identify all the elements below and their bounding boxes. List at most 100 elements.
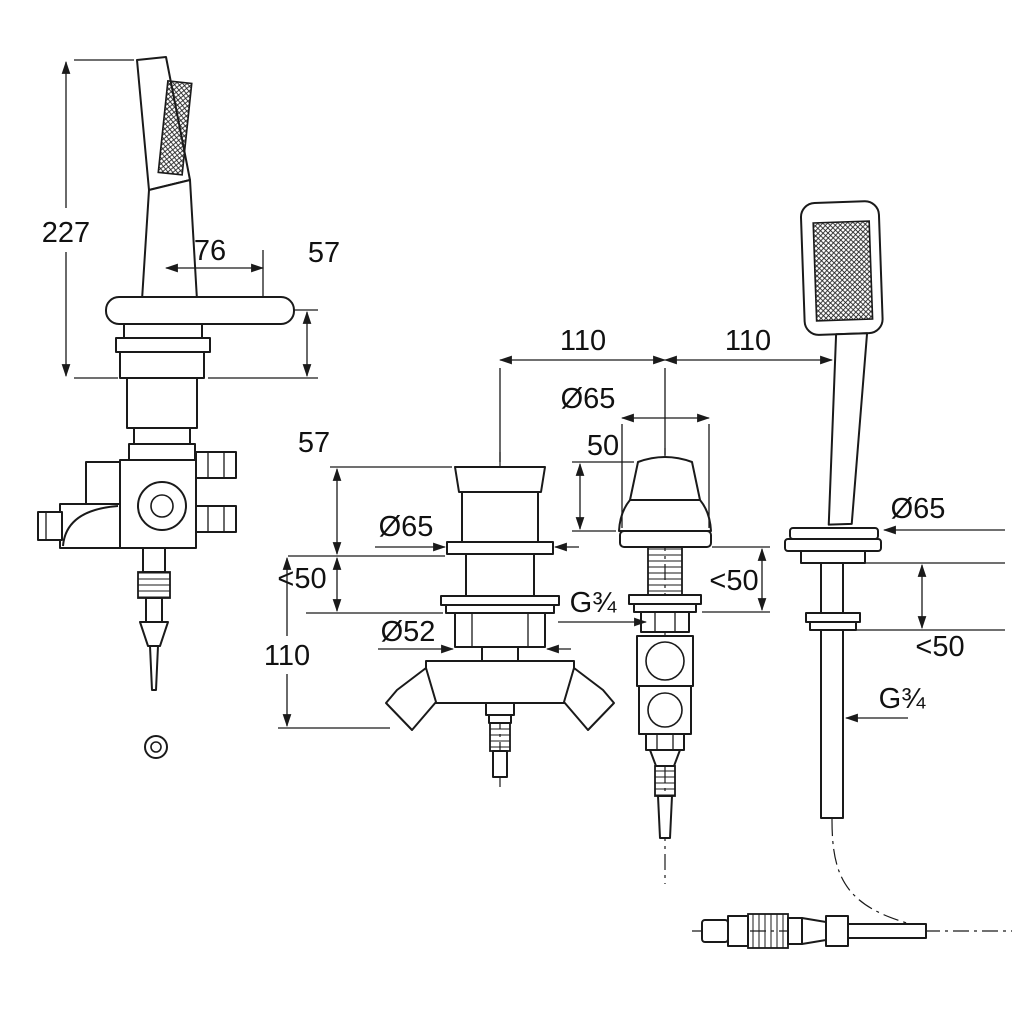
- holder-washer-1: [805, 612, 861, 623]
- dim-label-227: 227: [42, 217, 90, 249]
- connector-taper: [801, 917, 827, 945]
- spout-assembly: [385, 466, 615, 778]
- tail-neck: [142, 547, 166, 573]
- dim-label-spout-o52: Ø52: [381, 616, 436, 648]
- dimensions: 227 76 57 110 110 Ø65: [42, 59, 1005, 729]
- spout-column-lower: [465, 553, 535, 597]
- spout-tail-tip: [492, 750, 508, 778]
- connector-tube: [847, 923, 927, 939]
- dim-label-spout-110: 110: [264, 640, 310, 672]
- mixer-body: [126, 377, 198, 429]
- spout-washer-1: [440, 595, 560, 606]
- dim-57-left: 57: [208, 237, 340, 379]
- holder-tube-upper: [820, 562, 844, 616]
- dim-label-spout-o65: Ø65: [379, 511, 434, 543]
- dim-110-spacing: 110 110: [498, 325, 834, 462]
- shower-spray-face: [812, 220, 874, 322]
- shower-handle: [827, 332, 869, 526]
- spray-face: [157, 80, 193, 176]
- escutcheon-bottom: [115, 337, 211, 353]
- spout-outlet-left: [385, 667, 437, 731]
- dim-valve-height: 50: [572, 430, 634, 532]
- dim-valve-dia: Ø65: [561, 383, 711, 528]
- elbow-arc: [62, 505, 119, 547]
- dim-227: 227: [42, 59, 134, 379]
- holder-flange: [784, 538, 882, 552]
- connector-ring: [787, 917, 803, 945]
- tail-cone: [139, 621, 169, 647]
- spout-locknut: [454, 612, 546, 648]
- connector-body: [727, 915, 749, 947]
- mount-ledge: [119, 351, 205, 379]
- escutcheon-top: [123, 323, 203, 339]
- spout-body: [425, 660, 575, 704]
- valve-tail-tip: [657, 795, 673, 839]
- spout-tail-ring: [488, 714, 512, 724]
- valve-skirt: [618, 499, 712, 532]
- valve-hex: [645, 733, 685, 751]
- elbow-outlet: [37, 511, 63, 541]
- spout-flange: [446, 541, 554, 555]
- valve-tail-threads: [654, 765, 676, 797]
- dim-shower-deck: <50: [848, 562, 1005, 663]
- spout-outlet-right: [563, 667, 615, 731]
- spout-stem: [481, 646, 519, 662]
- dim-spout-outlet: 110: [264, 556, 390, 729]
- valve-cone: [649, 749, 681, 767]
- tail-threads: [137, 571, 171, 599]
- connector-cap: [701, 919, 729, 943]
- dim-76: 76: [164, 235, 265, 296]
- valve-flange: [619, 530, 712, 548]
- connector-knurl: [747, 913, 789, 949]
- spout-column: [461, 491, 539, 543]
- dim-label-spout-lt50: <50: [277, 563, 326, 595]
- valve-stem-threads: [647, 546, 683, 596]
- valve-locknut: [640, 611, 690, 633]
- dim-label-shower-g34: G¾: [879, 683, 927, 715]
- left-assembly-side-view: [37, 56, 295, 759]
- dim-label-shower-o65: Ø65: [891, 493, 946, 525]
- shower-hose-centerline: [831, 819, 919, 927]
- dim-label-spout-57: 57: [298, 427, 330, 459]
- dim-valve-thread: G¾: [558, 587, 648, 627]
- dim-label-110-left: 110: [560, 325, 606, 357]
- valve-washer-1: [628, 594, 702, 605]
- dim-label-valve-height: 50: [587, 430, 619, 462]
- connector-nut: [825, 915, 849, 947]
- spout-boss: [485, 702, 515, 716]
- dim-spout-body-dia: Ø52: [378, 616, 571, 654]
- body-step: [133, 427, 191, 445]
- dim-shower-thread: G¾: [844, 683, 927, 723]
- dim-spout-flange: Ø65: [375, 511, 579, 552]
- shower-assembly: [784, 200, 884, 819]
- dim-label-valve-dia: Ø65: [561, 383, 616, 415]
- holder-washer-2: [809, 621, 857, 631]
- valve-knob: [629, 456, 701, 501]
- hose-connector: [701, 913, 927, 949]
- left-pipe: [85, 461, 121, 507]
- dim-spout-deck: <50: [277, 556, 443, 614]
- shower-wand: [799, 200, 884, 526]
- dim-spout-top: 57: [288, 427, 452, 557]
- right-fitting-top: [195, 451, 237, 479]
- dim-shower-flange: Ø65: [882, 493, 1005, 535]
- dim-valve-deck: <50: [702, 546, 770, 613]
- right-fitting-bottom: [195, 505, 237, 533]
- dim-label-valve-g34: G¾: [570, 587, 618, 619]
- tail-rod: [149, 645, 159, 691]
- dim-label-valve-lt50: <50: [709, 565, 758, 597]
- valve-assembly: [618, 456, 712, 839]
- holder-tube-lower: [820, 629, 844, 819]
- holder-flange-top: [789, 527, 879, 540]
- spout-tail-threads: [489, 722, 511, 752]
- dim-label-57-left: 57: [308, 237, 340, 269]
- valve-washer-2: [633, 603, 697, 613]
- holder-locknut: [800, 550, 866, 564]
- spout-cap: [454, 466, 546, 493]
- dim-label-76: 76: [194, 235, 226, 267]
- handshower-handle: [141, 179, 198, 301]
- dim-label-110-right: 110: [725, 325, 771, 357]
- spout-washer-2: [445, 604, 555, 614]
- dim-label-shower-lt50: <50: [915, 631, 964, 663]
